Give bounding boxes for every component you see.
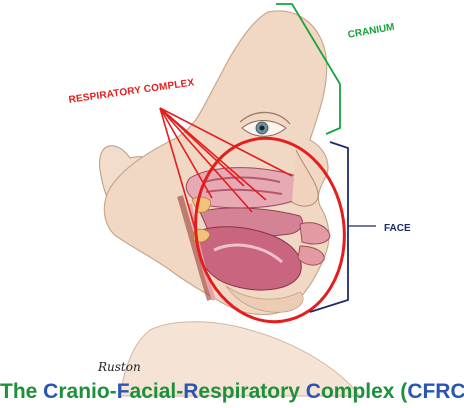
face-bracket — [309, 141, 349, 313]
eye — [239, 111, 291, 137]
respiratory-pointer-lines — [159, 107, 293, 233]
caption-part: acial- — [129, 380, 184, 403]
nose-and-lips — [291, 149, 331, 266]
caption-part: espiratory — [198, 380, 306, 403]
respiratory-complex-outline — [194, 136, 346, 324]
caption-part: omplex ( — [320, 380, 408, 403]
face-label: FACE — [384, 223, 411, 234]
figure-caption: The Cranio-Facial-Respiratory Complex (C… — [0, 377, 464, 407]
caption-initial: CFRC — [407, 380, 464, 403]
caption-part: The — [0, 380, 44, 403]
cranium-bracket — [276, 3, 341, 135]
artist-signature: Ruston — [98, 360, 141, 374]
caption-initial: C — [305, 380, 321, 403]
chin — [225, 285, 304, 313]
caption-initial: R — [183, 380, 199, 403]
caption-part: ranio- — [58, 380, 117, 403]
caption-initial: C — [43, 380, 59, 403]
caption-initial: F — [116, 380, 130, 403]
